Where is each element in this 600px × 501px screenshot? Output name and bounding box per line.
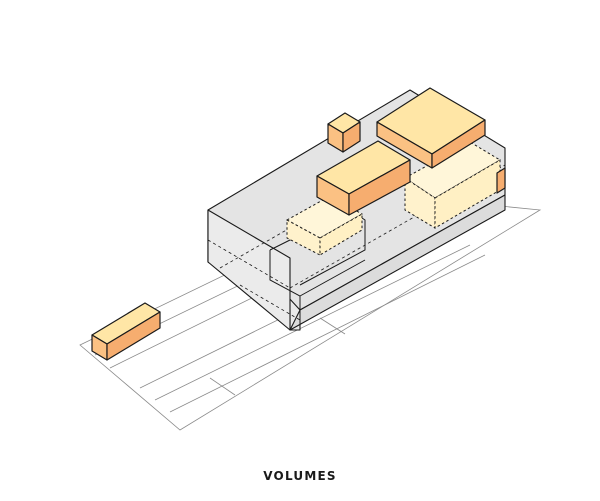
volume-small-bottom-left	[91, 302, 161, 361]
ghost-volume-right	[404, 141, 501, 229]
diagram-caption: VOLUMES	[263, 469, 337, 483]
volume-right-edge	[496, 167, 506, 194]
volume-small-cube	[327, 112, 361, 153]
volume-middle	[316, 140, 411, 216]
volume-large-upper	[376, 87, 486, 169]
